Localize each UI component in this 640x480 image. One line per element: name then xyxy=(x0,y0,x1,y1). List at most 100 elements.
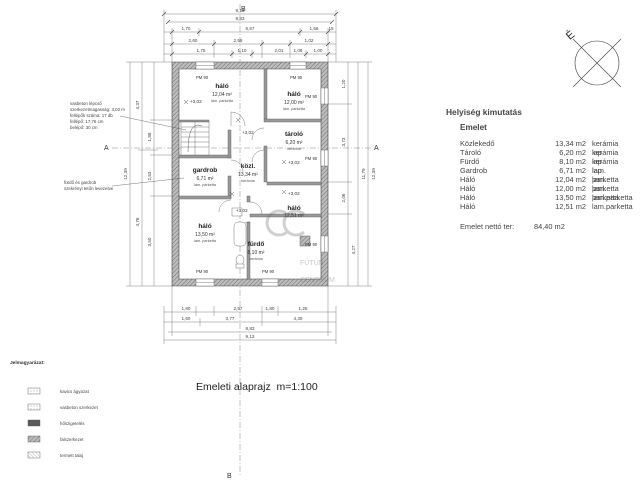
summary-room-area: 6,20 m2 xyxy=(559,148,586,157)
top-dim-segment: 1,02 xyxy=(305,38,314,43)
top-dim-segment: 15 xyxy=(328,26,334,31)
summary-room-material: lam. parketta xyxy=(592,166,619,184)
svg-text:fellépők száma: 17 db: fellépők száma: 17 db xyxy=(70,113,113,118)
bottom-dim: 8,83 xyxy=(246,326,255,331)
left-dim: 12,39 xyxy=(123,168,128,180)
summary-room-material: lam.parketta xyxy=(592,193,633,202)
legend-label: kavics ágyazat xyxy=(60,389,90,394)
summary-room-material: kerámia lap xyxy=(592,148,619,166)
svg-text:lam. parketta: lam. parketta xyxy=(211,99,234,103)
left-dim: 3,50 xyxy=(147,237,152,246)
bottom-dim: 4,30 xyxy=(294,316,303,321)
svg-text:12,00 m²: 12,00 m² xyxy=(284,100,304,106)
legend-title: Jelmagyarázat: xyxy=(10,361,45,366)
window-glass-lines xyxy=(196,65,325,283)
level-mark: +3,02 xyxy=(288,191,300,196)
summary-room-area: 12,04 m2 xyxy=(555,175,586,184)
summary-room-area: 8,10 m2 xyxy=(559,157,586,166)
room-label: tároló 6,20 m² kerámia xyxy=(285,131,303,151)
level-mark: +3,02 xyxy=(288,160,300,165)
window-tag: PM 90 xyxy=(262,269,275,274)
svg-text:lam. parketta: lam. parketta xyxy=(283,107,306,111)
svg-text:6,71 m²: 6,71 m² xyxy=(197,176,214,182)
svg-text:háló: háló xyxy=(287,205,300,212)
window-tag: PM 90 xyxy=(290,75,303,80)
top-dim-segment: 1,10 xyxy=(238,48,247,53)
svg-text:6,20 m²: 6,20 m² xyxy=(286,140,303,146)
svg-text:kerámia: kerámia xyxy=(249,257,263,261)
top-dim-segment: 1,75 xyxy=(197,48,206,53)
summary-total: Emelet nettó ter: 84,40 m2 xyxy=(460,222,565,231)
svg-text:13,50 m²: 13,50 m² xyxy=(195,232,215,238)
svg-text:8,10 m²: 8,10 m² xyxy=(248,250,265,256)
bottom-dimension-lines xyxy=(163,286,337,344)
level-markers xyxy=(183,99,287,197)
svg-text:szekrényi tetőn levezetve: szekrényi tetőn levezetve xyxy=(64,186,114,191)
svg-text:kerámia: kerámia xyxy=(287,147,301,151)
top-dim-segment: 1,00 xyxy=(314,48,323,53)
right-dim: 12,39 xyxy=(371,168,376,180)
summary-room-area: 12,51 m2 xyxy=(555,202,586,211)
svg-text:gardrob: gardrob xyxy=(193,167,218,174)
section-label-a-right: A xyxy=(374,145,379,152)
legend-label: hőszigetelés xyxy=(60,421,85,426)
summary-room-name: Háló xyxy=(460,175,476,184)
left-dimension-lines xyxy=(126,61,172,287)
window-tag: PM 90 xyxy=(305,242,318,247)
svg-text:tároló: tároló xyxy=(285,131,303,138)
bottom-dim: 1,80 xyxy=(266,306,275,311)
wardrobe-annotation: fürdő és gardrob szekrényi tetőn levezet… xyxy=(64,177,185,191)
top-dim-segment: 1,56 xyxy=(310,26,319,31)
svg-text:13,34 m²: 13,34 m² xyxy=(238,172,258,178)
bottom-dim: 3,77 xyxy=(226,316,235,321)
top-dimension-lines xyxy=(163,10,337,62)
svg-text:fürdő: fürdő xyxy=(248,241,265,248)
summary-room-area: 6,71 m2 xyxy=(559,166,586,175)
legend-label: vasbeton szerkezet xyxy=(60,405,99,410)
summary-room-material: kerámia lap xyxy=(592,139,619,157)
summary-room-name: Háló xyxy=(460,193,476,202)
left-dim: 4,37 xyxy=(135,100,140,109)
section-label-a-left: A xyxy=(104,145,109,152)
summary-room-material: lam.parketta xyxy=(592,202,633,211)
summary-room-area: 12,00 m2 xyxy=(555,184,586,193)
top-dim-total: 9,13 xyxy=(236,8,245,13)
room-label: közl. 13,34 m² kerámia xyxy=(238,163,258,183)
bottom-dim: 2,97 xyxy=(234,306,243,311)
window-tag: PM 90 xyxy=(305,94,318,99)
chimney xyxy=(299,235,311,247)
north-arrow: É xyxy=(563,28,622,88)
top-dim-segment: 2,01 xyxy=(275,48,284,53)
right-dim: 1,20 xyxy=(341,79,346,88)
summary-room-material: lam. parketta xyxy=(592,184,619,202)
bottom-dim: 1,50 xyxy=(182,316,191,321)
svg-text:fürdő és gardrob: fürdő és gardrob xyxy=(64,180,97,185)
watermark: FÜTÜN CENTRUM xyxy=(265,209,335,284)
bottom-dim: 1,25 xyxy=(299,306,308,311)
summary-title: Helyiség kimutatás xyxy=(446,107,522,117)
top-dim-segment: 2,56 xyxy=(234,38,243,43)
svg-text:vasbeton lépcső: vasbeton lépcső xyxy=(70,101,102,106)
svg-text:fellépő: 17,76 cm: fellépő: 17,76 cm xyxy=(70,119,104,124)
summary-room-name: Háló xyxy=(460,202,476,211)
room-label: háló 13,50 m² lam. parketta xyxy=(194,223,217,243)
summary-room-material: lam. parketta xyxy=(592,175,619,193)
right-dim: 11,79 xyxy=(361,168,366,180)
svg-text:háló: háló xyxy=(287,91,300,98)
summary-room-name: Fürdő xyxy=(460,157,480,166)
room-label: fürdő 8,10 m² kerámia xyxy=(248,241,265,261)
section-label-b-top: B xyxy=(241,6,246,13)
left-dim: 2,53 xyxy=(147,171,152,180)
summary-room-name: Gardrob xyxy=(460,166,488,175)
bottom-dim: 1,80 xyxy=(182,306,191,311)
svg-text:belépő: 30 cm: belépő: 30 cm xyxy=(70,125,98,130)
room-label: háló 12,00 m² lam. parketta xyxy=(283,91,306,111)
window-tag: PM 90 xyxy=(305,156,318,161)
staircase xyxy=(180,121,210,156)
svg-text:12,04 m²: 12,04 m² xyxy=(212,92,232,98)
legend-swatches xyxy=(27,387,41,459)
svg-text:12,51 m²: 12,51 m² xyxy=(284,213,304,219)
window-tag: PM 90 xyxy=(196,75,209,80)
level-mark: +3,02 xyxy=(190,99,202,104)
